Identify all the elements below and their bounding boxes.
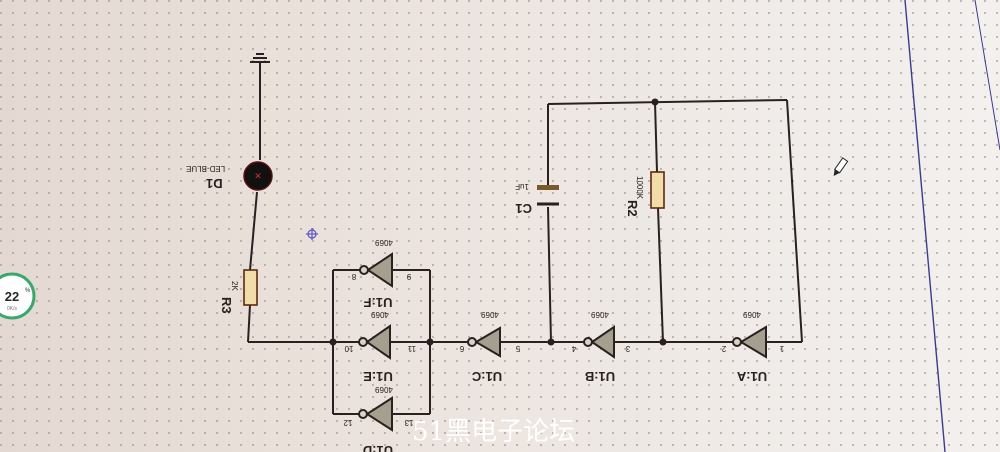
u1f-pin-in: 9 <box>406 272 411 281</box>
ground-symbol[interactable] <box>250 53 270 63</box>
inverter-u1b[interactable] <box>583 325 615 359</box>
inverter-u1c[interactable] <box>467 326 501 358</box>
r3-ref: R3 <box>219 297 234 314</box>
junctions <box>329 98 667 346</box>
c1-value: 1uF <box>515 182 529 191</box>
badge-sub: 0K/s <box>7 306 18 312</box>
u1f-pin-out: 8 <box>351 272 356 281</box>
inverter-u1f[interactable] <box>359 252 393 288</box>
u1f-ref: U1:F <box>363 295 392 310</box>
u1a-part: 4069 <box>743 310 761 319</box>
led-d1[interactable]: ✕ <box>243 161 273 191</box>
u1e-ref: U1:E <box>363 369 393 384</box>
u1b-part: 4069 <box>591 310 609 319</box>
d1-value: LED-BLUE <box>186 164 225 173</box>
crosshair-cursor-icon <box>306 228 318 240</box>
u1e-pin-out: 10 <box>344 344 353 353</box>
u1d-pin-in: 13 <box>404 418 413 427</box>
u1c-pin-in: 5 <box>515 344 520 353</box>
u1a-pin-out: 2 <box>721 344 726 353</box>
d1-ref: D1 <box>206 176 223 191</box>
sheet-frame-line <box>904 0 946 452</box>
u1e-part: 4069 <box>371 310 389 319</box>
badge-value: 22 <box>5 289 19 304</box>
watermark: 51黑电子论坛 <box>412 417 575 447</box>
c1-ref: C1 <box>515 201 532 216</box>
capacitor-c1[interactable] <box>537 185 559 206</box>
resistor-r3[interactable] <box>243 269 258 306</box>
sheet-frame-line-outer <box>974 0 1000 151</box>
speed-badge[interactable]: 22 % 0K/s <box>0 272 36 320</box>
u1e-pin-in: 11 <box>407 344 416 353</box>
r2-value: 1000K <box>635 176 644 200</box>
u1a-pin-in: 1 <box>779 344 784 353</box>
wires <box>247 62 803 415</box>
inverter-u1d[interactable] <box>358 396 393 432</box>
u1d-pin-out: 12 <box>343 418 352 427</box>
u1b-pin-in: 3 <box>625 344 630 353</box>
pencil-cursor-icon <box>833 157 849 177</box>
u1f-part: 4069 <box>375 238 393 247</box>
u1b-pin-out: 4 <box>571 344 576 353</box>
r2-ref: R2 <box>625 200 640 217</box>
inverter-u1a[interactable] <box>732 325 767 359</box>
u1c-ref: U1:C <box>471 369 502 384</box>
u1c-part: 4069 <box>481 310 499 319</box>
r3-value: 2K <box>230 281 239 291</box>
u1d-part: 4069 <box>375 385 393 394</box>
inverter-u1e[interactable] <box>358 324 391 360</box>
u1d-ref: U1:D <box>363 443 393 452</box>
badge-unit: % <box>25 288 31 294</box>
u1c-pin-out: 6 <box>459 344 464 353</box>
u1a-ref: U1:A <box>736 369 767 384</box>
led-glyph: ✕ <box>254 171 262 181</box>
u1b-ref: U1:B <box>585 369 615 384</box>
resistor-r2[interactable] <box>650 171 665 209</box>
